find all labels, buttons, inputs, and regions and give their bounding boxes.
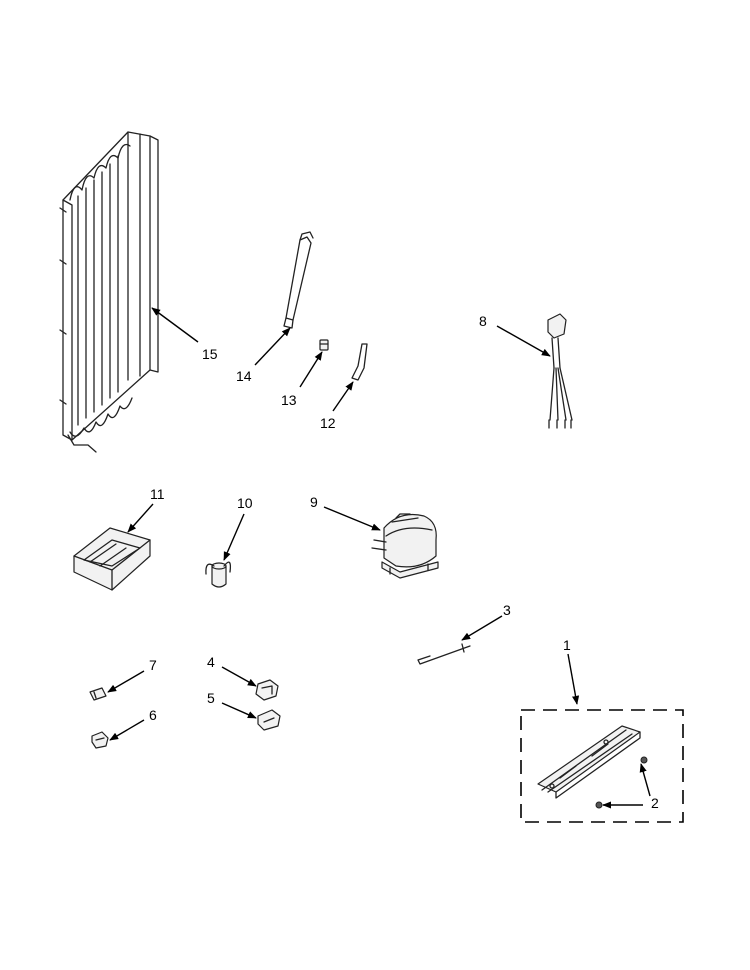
- callout-13: 13: [281, 392, 297, 408]
- part-condenser-coil[interactable]: [59, 131, 159, 453]
- part-fitting-13[interactable]: [319, 339, 329, 351]
- part-thermostat-8[interactable]: [547, 313, 573, 429]
- callout-6: 6: [149, 707, 157, 723]
- callout-3: 3: [503, 602, 511, 618]
- callout-labels: 15 14 13 12 8 11 10 9 3 1 2 4 5 7 6: [149, 313, 659, 811]
- callout-4: 4: [207, 654, 215, 670]
- leader-3: [461, 615, 503, 641]
- callout-7: 7: [149, 657, 157, 673]
- callout-12: 12: [320, 415, 336, 431]
- leader-15: [151, 307, 199, 343]
- callout-14: 14: [236, 368, 252, 384]
- leader-2a: [639, 763, 651, 797]
- callout-1: 1: [563, 637, 571, 653]
- part-capacitor-10[interactable]: [205, 561, 232, 588]
- leader-lines: [107, 307, 651, 809]
- leader-14: [254, 327, 291, 366]
- callout-10: 10: [237, 495, 253, 511]
- part-tube-14[interactable]: [283, 231, 314, 329]
- part-clip-7[interactable]: [89, 687, 107, 701]
- leader-11: [127, 503, 154, 533]
- part-drain-pan-11[interactable]: [73, 527, 151, 591]
- leader-8: [496, 325, 551, 357]
- callout-8: 8: [479, 313, 487, 329]
- leader-9: [323, 506, 381, 531]
- part-screw-2[interactable]: [595, 756, 648, 809]
- leader-7: [107, 670, 145, 693]
- callout-15: 15: [202, 346, 218, 362]
- callout-2: 2: [651, 795, 659, 811]
- leader-10: [223, 513, 245, 561]
- leader-5: [221, 702, 257, 719]
- leader-12: [332, 381, 354, 412]
- callout-5: 5: [207, 690, 215, 706]
- part-grommet-4[interactable]: [255, 679, 279, 701]
- part-kit-1[interactable]: [520, 709, 684, 823]
- part-wire-3[interactable]: [417, 643, 471, 665]
- part-grommet-5[interactable]: [257, 709, 281, 731]
- part-grommet-6[interactable]: [91, 731, 109, 749]
- leader-13: [299, 351, 323, 388]
- leader-6: [109, 719, 145, 741]
- part-tube-12[interactable]: [351, 343, 368, 381]
- leader-4: [221, 666, 257, 687]
- callout-11: 11: [150, 486, 165, 502]
- leader-1: [567, 653, 580, 705]
- part-compressor-9[interactable]: [371, 513, 439, 579]
- callout-9: 9: [310, 494, 318, 510]
